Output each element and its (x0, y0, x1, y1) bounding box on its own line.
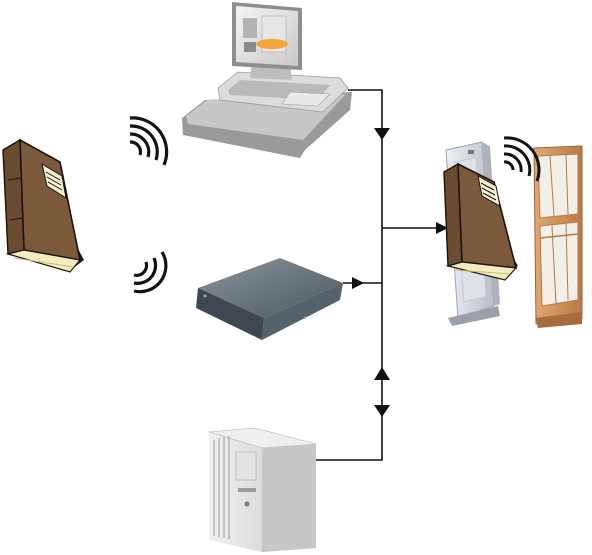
tower-server-icon (209, 428, 316, 552)
network-connections (316, 90, 440, 460)
radio-waves-upper-icon (130, 118, 167, 165)
radio-waves-lower-icon (134, 252, 166, 292)
rfid-book-left-icon (3, 140, 84, 272)
rfid-book-gate-icon (444, 164, 518, 280)
arrow-up-from-server (374, 367, 390, 380)
arrow-down-to-server (374, 405, 390, 417)
connection-arrows (352, 128, 448, 417)
arrow-from-reader-pad (352, 277, 364, 289)
wooden-security-gate-icon (534, 146, 582, 328)
rfid-reader-pad-icon (196, 258, 343, 340)
workstation-link (316, 90, 382, 460)
computer-workstation-with-reader-pad-icon (182, 2, 352, 158)
arrow-down-from-workstation (374, 128, 390, 140)
